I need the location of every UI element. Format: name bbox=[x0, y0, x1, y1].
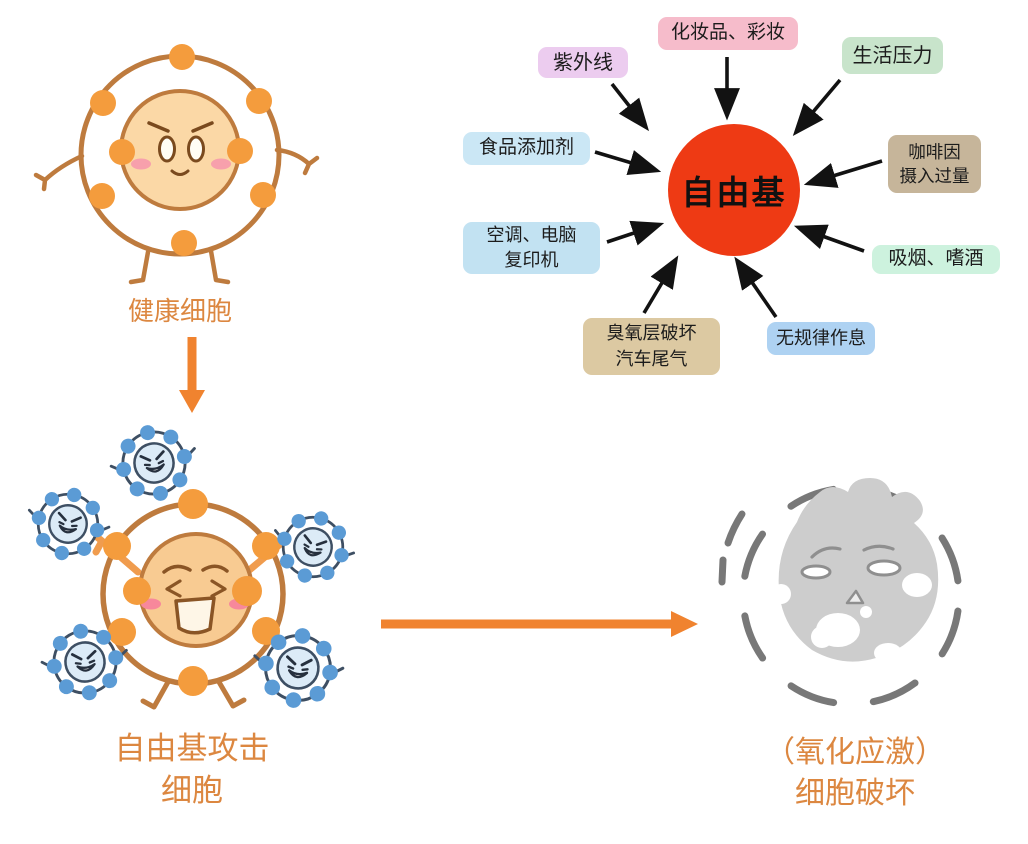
electron-dots bbox=[89, 44, 276, 256]
factor-box-life-stress: 生活压力 bbox=[842, 37, 943, 74]
broken-membrane-dashes bbox=[718, 484, 963, 708]
free-radical-node: 自由基 bbox=[668, 124, 800, 256]
damaged-cell-body bbox=[778, 478, 939, 662]
attacked-cell-label: 自由基攻击 细胞 bbox=[114, 731, 270, 808]
arrow-food bbox=[594, 150, 662, 175]
attacked-cell-illustration bbox=[19, 415, 364, 716]
damaged-cell-illustration bbox=[718, 478, 963, 708]
arrow-smoking bbox=[793, 224, 865, 253]
arrow-irregular bbox=[734, 256, 778, 319]
factor-box-aircon-computer: 空调、电脑 复印机 bbox=[463, 222, 600, 274]
arrowhead-right bbox=[671, 611, 698, 637]
damaged-cell-label: （氧化应激） 细胞破坏 bbox=[765, 736, 945, 810]
cell-holes bbox=[771, 573, 932, 663]
process-arrows bbox=[179, 337, 698, 637]
factor-box-ozone-exhaust: 臭氧层破坏 汽车尾气 bbox=[583, 318, 720, 375]
arrow-uv bbox=[610, 82, 650, 132]
healthy-cell-illustration bbox=[33, 44, 320, 285]
factor-box-cosmetics: 化妆品、彩妆 bbox=[658, 17, 798, 50]
healthy-cell-label: 健康细胞 bbox=[127, 296, 232, 326]
arrow-stress bbox=[792, 78, 842, 136]
factor-arrows bbox=[594, 57, 883, 319]
factor-box-smoking-alcohol: 吸烟、嗜酒 bbox=[872, 245, 1000, 274]
factor-box-irregular-routine: 无规律作息 bbox=[767, 322, 875, 355]
arrow-aircon bbox=[606, 220, 665, 246]
free-radical-attacker bbox=[19, 478, 117, 570]
arrow-caffeine bbox=[803, 159, 883, 188]
arrowhead-down bbox=[179, 390, 205, 413]
factor-box-uv: 紫外线 bbox=[538, 47, 628, 78]
factor-box-caffeine: 咖啡因 摄入过量 bbox=[888, 135, 981, 193]
arrow-ozone bbox=[642, 255, 679, 314]
factor-box-food-additives: 食品添加剂 bbox=[463, 132, 590, 165]
